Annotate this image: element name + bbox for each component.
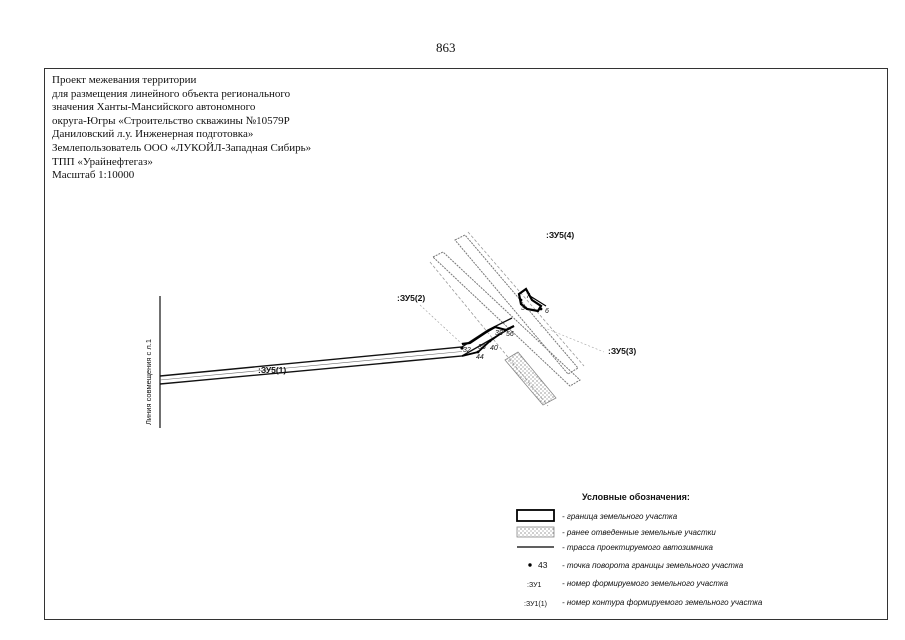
point-label: 35 [478,344,486,351]
legend-contour-label: - номер контура формируемого земельного … [562,598,763,607]
allotted-strip-end [504,351,557,406]
point-label: 56 [506,331,514,338]
turn-point [488,339,492,343]
plot-label-zu5-3: :ЗУ5(3) [608,346,636,356]
plot-boundary-small [517,287,543,313]
route-axis [159,351,463,381]
alignment-line-label: Линия совмещения с л.1 [144,339,153,425]
legend-plot-code: :ЗУ1 [527,582,542,589]
point-label: 6 [545,308,549,315]
plot-label-zu5-4: :ЗУ5(4) [546,230,574,240]
legend-allotted-swatch [516,526,555,538]
point-label: 44 [476,354,484,361]
legend-title: Условные обозначения: [582,492,690,502]
legend-plot-label: - номер формируемого земельного участка [562,579,729,588]
map-header: Проект межевания территории для размещен… [52,74,311,183]
point-label: 7 [526,293,531,300]
leader-line [419,304,463,345]
turn-point [460,346,464,350]
allotted-strip-lower [432,251,581,387]
allotted-strip-edge [429,261,549,407]
legend-route-label: - трасса проектируемого автозимника [562,543,714,552]
route-line-lower [159,325,515,385]
plot-boundary [461,333,501,357]
legend: Условные обозначения: - граница земельно… [516,492,763,608]
header-line: Землепользователь ООО «ЛУКОЙЛ-Западная С… [52,141,312,154]
leader-line [539,325,605,353]
turn-point [476,350,480,354]
header-line: для размещения линейного объекта региона… [52,87,291,100]
turn-point [519,298,523,302]
legend-allotted-label: - ранее отведенные земельные участки [562,528,716,537]
header-line: Даниловский л.у. Инженерная подготовка» [52,128,254,141]
header-line: значения Ханты-Мансийского автономного [52,101,256,114]
plot-label-zu5-2: :ЗУ5(2) [397,293,425,303]
allotted-strip-edge [467,231,585,367]
legend-boundary-swatch [516,509,555,522]
turn-point [503,328,507,332]
point-label: 3 [521,305,525,312]
plot-boundary-spur [529,295,547,307]
legend-point-swatch [528,563,532,567]
allotted-strip-upper [454,234,579,375]
turn-point [539,307,543,311]
point-label: 38 [495,330,503,337]
header-line: ТПП «Урайнефтегаз» [52,155,153,168]
page-number: 863 [436,40,456,55]
point-label: 40 [490,345,498,352]
plot-boundary [461,325,515,346]
map-frame [44,68,888,620]
legend-contour-code: :ЗУ1(1) [524,601,547,608]
plot-label-zu5-1: :ЗУ5(1) [258,365,286,375]
header-line: округа-Югры «Строительство скважины №105… [52,114,290,127]
scale-label: Масштаб 1:10000 [52,169,135,182]
legend-point-label: - точка поворота границы земельного учас… [562,561,744,570]
header-line: Проект межевания территории [52,74,197,86]
point-label: 32 [463,347,471,354]
legend-point-number: 43 [538,560,548,570]
legend-boundary-label: - граница земельного участка [562,512,678,521]
